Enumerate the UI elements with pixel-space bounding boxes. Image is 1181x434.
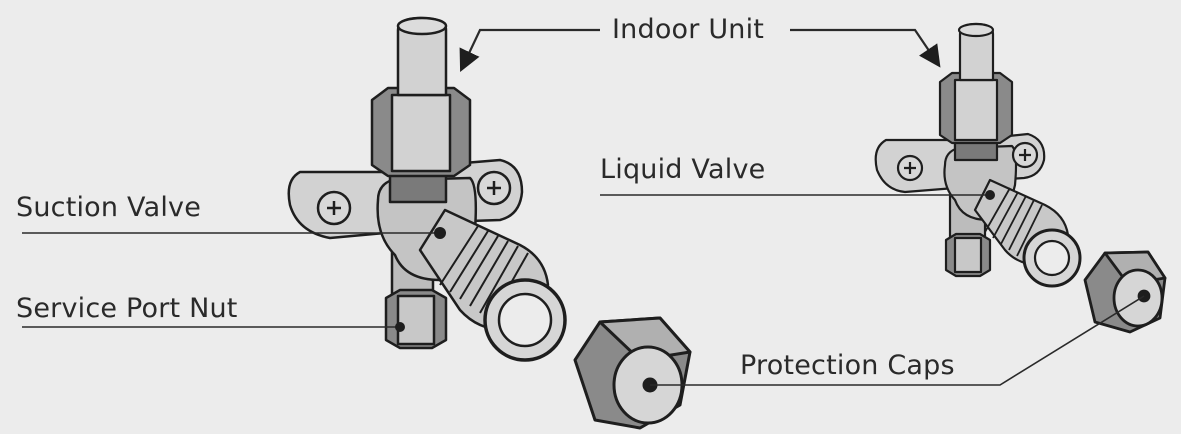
- protection-cap-large: [573, 316, 692, 430]
- protection-caps-leader: [650, 295, 1145, 386]
- liquid-valve-drawing: [874, 22, 1082, 288]
- indoor-unit-arrow-right: [790, 28, 941, 68]
- leader-lines: [22, 28, 1145, 386]
- protection-caps-label: Protection Caps: [740, 350, 955, 381]
- suction-valve-label: Suction Valve: [16, 192, 202, 223]
- indoor-unit-label: Indoor Unit: [612, 14, 765, 45]
- protection-cap-small: [1083, 250, 1167, 334]
- liquid-valve-label: Liquid Valve: [600, 154, 766, 185]
- indoor-unit-arrow-left: [459, 28, 600, 72]
- suction-valve-drawing: [287, 16, 567, 362]
- service-port-nut-label: Service Port Nut: [16, 293, 238, 324]
